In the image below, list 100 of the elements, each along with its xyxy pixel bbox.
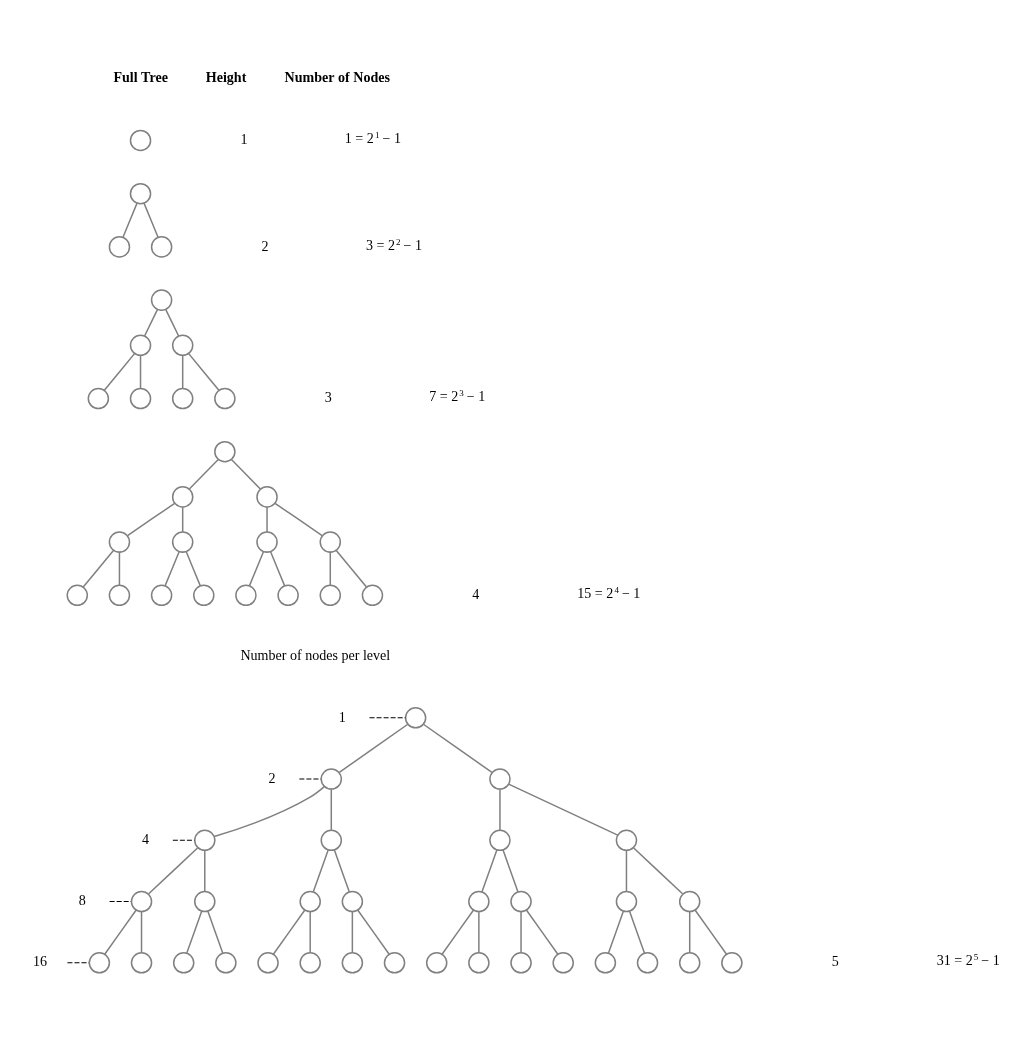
connector [308, 911, 311, 954]
connector [203, 849, 206, 892]
connector [368, 717, 406, 719]
node-circle [255, 531, 278, 553]
connector [164, 308, 179, 337]
connector [185, 910, 202, 954]
label: 1 [239, 131, 247, 148]
connector [265, 506, 268, 533]
label: Number of Nodes [284, 68, 390, 85]
node-circle [150, 289, 172, 311]
node-circle [256, 951, 279, 974]
connector [507, 783, 618, 836]
node-text: 8 [78, 892, 86, 909]
node-circle [171, 486, 193, 508]
node-circle [193, 890, 216, 913]
connector [525, 909, 559, 955]
label: 31 = 2$^{5}$ − 1 [936, 952, 1000, 969]
connector [230, 458, 261, 490]
connector [312, 849, 329, 893]
connector [140, 911, 142, 954]
node-circle [87, 387, 109, 410]
connector [103, 353, 135, 391]
label: 7 = 2$^{3}$ − 1 [428, 388, 485, 405]
connector [333, 849, 350, 893]
label: 2 [261, 237, 269, 254]
node-circle [320, 768, 342, 790]
node-circle [298, 890, 321, 913]
node-circle [488, 768, 511, 790]
node-circle [172, 951, 194, 974]
node-circle [615, 829, 637, 852]
label: Height [205, 68, 246, 85]
connector [187, 353, 220, 391]
node-circle [129, 182, 151, 205]
connector [82, 549, 114, 588]
connector [143, 308, 158, 337]
label: Number of nodes per level [239, 647, 390, 664]
connector [330, 788, 332, 831]
node-circle [129, 334, 151, 357]
connector [498, 788, 501, 831]
connector [688, 911, 690, 954]
connector [272, 909, 305, 955]
node-circle [193, 829, 216, 852]
node-circle [234, 584, 257, 607]
connector [121, 202, 138, 239]
node-circle [636, 951, 658, 974]
connector [103, 909, 137, 955]
connector [480, 849, 498, 893]
connector [118, 551, 120, 586]
node-circle [488, 829, 511, 852]
connector [181, 354, 183, 389]
node-circle [425, 951, 447, 974]
node-circle [108, 584, 130, 607]
node-circle [129, 129, 151, 152]
connector [181, 506, 183, 533]
connector [335, 549, 367, 588]
node-circle [214, 951, 237, 974]
connector [66, 962, 89, 964]
connector [519, 911, 522, 954]
connector [248, 550, 264, 587]
node-circle [150, 236, 172, 258]
node-circle [150, 584, 172, 607]
node-circle [319, 584, 341, 607]
node-circle [341, 951, 363, 974]
node-circle [171, 531, 193, 553]
node-circle [594, 951, 616, 974]
label: 3 [324, 389, 332, 406]
node-circle [255, 486, 278, 508]
connector [188, 458, 219, 490]
connector [213, 785, 325, 838]
node-circle [213, 440, 236, 463]
node-circle [720, 951, 743, 974]
node-circle [108, 531, 130, 553]
label: 4 [471, 586, 479, 603]
connector [171, 839, 195, 841]
connector [632, 847, 683, 895]
connector [607, 910, 624, 954]
node-circle [383, 951, 405, 974]
node-circle [130, 890, 152, 913]
label: 5 [831, 953, 839, 970]
node-circle [88, 951, 110, 974]
node-text: 4 [141, 830, 149, 847]
node-circle [467, 890, 490, 913]
connector [108, 901, 132, 902]
node-text: 1 [338, 708, 346, 725]
node-circle [276, 584, 299, 607]
connector [422, 723, 493, 774]
node-circle [678, 890, 700, 913]
node-circle [298, 951, 321, 974]
node-text: 16 [32, 953, 47, 970]
connector [273, 502, 323, 537]
node-circle [320, 829, 342, 852]
node-circle [341, 890, 363, 913]
connector [440, 909, 474, 955]
connector [139, 354, 141, 389]
node-circle [171, 387, 193, 410]
node-circle [129, 387, 151, 410]
node-text: 2 [268, 769, 276, 786]
node-circle [678, 951, 700, 974]
connector [501, 849, 519, 893]
node-circle [361, 584, 383, 607]
